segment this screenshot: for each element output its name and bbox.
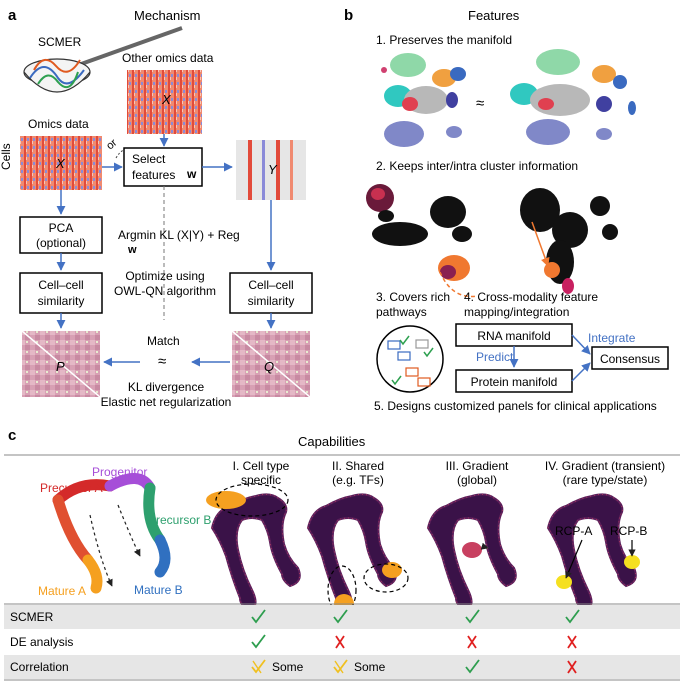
other-omics-heatmap [127,70,202,134]
trajectory-map [52,473,171,594]
table-row-label: DE analysis [10,635,73,649]
similarity-left-box [19,272,103,314]
umap-right [510,49,636,145]
column-header-4: IV. Gradient (transient)(rare type/state… [545,459,665,487]
consensus-box [591,346,669,370]
label-mature-a: Mature A [38,584,86,598]
argmin-label: Argmin KL (X|Y) + Reg [118,228,240,242]
cross-mark-icon [567,660,577,674]
panel-c-title: Capabilities [298,434,366,449]
label-mature-b: Mature B [134,583,183,597]
check-mark-icon [251,634,266,649]
panel-b-letter: b [344,7,353,24]
cross-mark-icon [335,635,345,649]
pca-box [19,216,103,254]
predict-label: Predict [476,350,514,364]
check-mark-icon [333,609,348,624]
panel-a: a Mechanism SCMER Other omics data X Omi… [0,7,313,409]
dashed-outline [215,483,289,517]
label-progenitor: Progenitor [92,465,147,479]
cluster-umap-left [366,184,472,281]
cluster-umap-right [520,188,618,294]
partial-check-icon [333,659,348,674]
check-mark-icon [251,609,266,624]
consensus-label: Consensus [600,352,660,366]
omics-data-x: X [55,156,66,171]
partial-check-icon [251,659,266,674]
table-row-label: Correlation [10,660,69,674]
capability-map-2 [306,493,397,612]
check-mark-icon [465,659,480,674]
table-note: Some [354,660,386,674]
check-mark-icon [465,609,480,624]
protein-manifold-label: Protein manifold [471,375,558,389]
elastic-label: Elastic net regularization [101,395,232,409]
capability-trajectories [206,483,640,615]
omics-data-label: Omics data [28,117,89,131]
scmer-label: SCMER [38,35,82,49]
panel-c: c Capabilities Progenitor Precursor A Pr… [4,427,680,681]
highlight-2 [382,562,402,578]
column-header-2: II. Shared(e.g. TFs) [332,459,384,487]
panel-a-letter: a [8,7,17,24]
or-label: or [104,137,119,153]
other-omics-x: X [161,92,172,107]
p-symbol: P [56,359,65,374]
select-features-box [123,147,203,187]
integrate-label: Integrate [588,331,636,345]
panel-a-title: Mechanism [134,8,200,23]
match-approx: ≈ [158,353,166,370]
cells-axis-label: Cells [0,143,13,170]
highlight-1 [206,491,246,509]
y-matrix [236,140,306,200]
feature-item-1: 1. Preserves the manifold [376,33,512,47]
scmer-bowl-icon [23,26,183,93]
feature-item-2: 2. Keeps inter/intra cluster information [376,159,578,173]
umap-left [381,53,466,147]
check-mark-icon [565,609,580,624]
capability-map-4 [546,493,637,612]
label-precursor-b: Precursor B [148,513,211,527]
argmin-w: w [127,244,137,256]
panel-b: b Features 1. Preserves the manifold ≈ [344,7,669,413]
y-symbol: Y [268,162,278,177]
dashed-outline [363,563,409,593]
panel-c-letter: c [8,427,16,444]
label-precursor-a: Precursor A [40,481,103,495]
umap-approx: ≈ [476,95,484,112]
table-row-label: SCMER [10,610,54,624]
panel-b-title: Features [468,8,520,23]
similarity-right-box [229,272,313,314]
feature-item-5: 5. Designs customized panels for clinica… [374,399,657,413]
table-note: Some [272,660,304,674]
rna-manifold-label: RNA manifold [477,329,550,343]
cross-mark-icon [467,635,477,649]
pca-label: PCA(optional) [36,221,86,250]
cross-mark-icon [567,635,577,649]
highlight-4 [624,555,640,569]
capability-map-1 [210,493,301,612]
highlight-3 [462,542,482,558]
column-header-3: III. Gradient(global) [446,459,509,487]
match-label: Match [147,334,180,348]
kl-label: KL divergence [128,380,205,394]
highlight-4 [556,575,572,589]
rcp-b-label: RCP-B [610,524,647,538]
other-omics-label: Other omics data [122,51,214,65]
q-symbol: Q [264,359,274,374]
rcp-a-label: RCP-A [555,524,592,538]
omics-data-heatmap [20,136,102,190]
select-features-w: w [186,167,197,181]
